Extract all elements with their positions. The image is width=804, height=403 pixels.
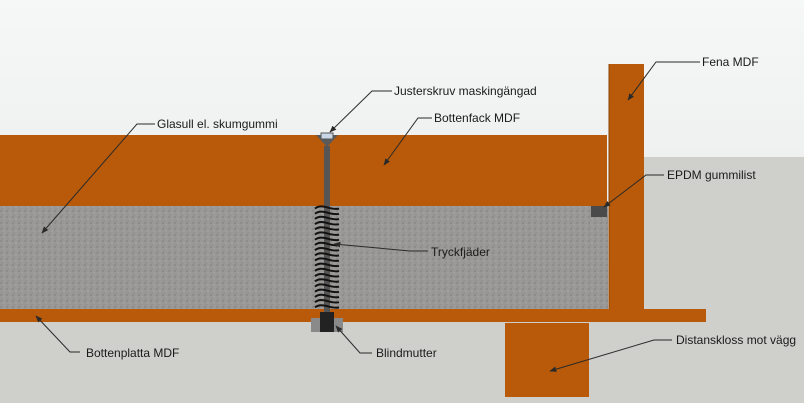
- leader-distanskloss: [549, 339, 672, 372]
- epdm-gasket: [591, 206, 607, 217]
- compression-spring: [314, 205, 340, 309]
- floor-surface: [0, 310, 804, 403]
- spring-coil: [314, 236, 340, 242]
- bottom-compartment-mdf: [0, 135, 607, 206]
- base-plate-mdf: [0, 309, 706, 322]
- label-distanskloss: Distanskloss mot vägg: [676, 333, 797, 347]
- screw-head-slot: [320, 132, 334, 140]
- leader-blindmutter: [335, 325, 372, 354]
- label-fena: Fena MDF: [702, 55, 759, 69]
- spring-coil: [314, 267, 340, 273]
- spacer-block-mdf: [505, 323, 589, 397]
- spring-coil: [314, 226, 340, 231]
- leader-bottenfack: [383, 117, 432, 166]
- spring-coil: [314, 231, 340, 236]
- insulation-layer: [0, 206, 608, 309]
- blind-nut-core: [320, 312, 334, 332]
- spring-coil: [314, 252, 340, 257]
- spring-coil: [314, 273, 340, 278]
- spring-coil: [314, 304, 340, 309]
- leader-epdm: [603, 174, 664, 208]
- spring-coil: [314, 278, 340, 283]
- wall-surface: [644, 157, 804, 310]
- leader-tryckfjader: [333, 241, 428, 252]
- spring-coil: [314, 262, 340, 268]
- spring-coil: [314, 247, 340, 252]
- leader-glasull: [41, 123, 155, 234]
- spring-coil: [314, 210, 340, 216]
- screw-shaft: [324, 146, 330, 316]
- label-tryckfjader: Tryckfjäder: [431, 245, 490, 259]
- spring-coil: [314, 299, 340, 304]
- fin-mdf: [609, 64, 644, 309]
- label-bottenplatta: Bottenplatta MDF: [86, 346, 180, 360]
- spring-coil: [314, 205, 340, 210]
- label-glasull: Glasull el. skumgummi: [157, 117, 278, 131]
- spring-coil: [314, 257, 340, 262]
- label-justerskruv: Justerskruv maskingängad: [394, 84, 537, 98]
- leader-fena: [627, 61, 700, 101]
- spring-coil: [314, 215, 340, 221]
- label-blindmutter: Blindmutter: [376, 346, 437, 360]
- leader-justerskruv: [329, 90, 392, 133]
- spring-coil: [314, 283, 340, 288]
- spring-coil: [314, 293, 340, 299]
- leader-bottenplatta: [35, 315, 80, 353]
- label-epdm: EPDM gummilist: [667, 168, 756, 182]
- spring-coil: [314, 221, 340, 226]
- spring-coil: [314, 288, 340, 294]
- label-bottenfack: Bottenfack MDF: [434, 111, 521, 125]
